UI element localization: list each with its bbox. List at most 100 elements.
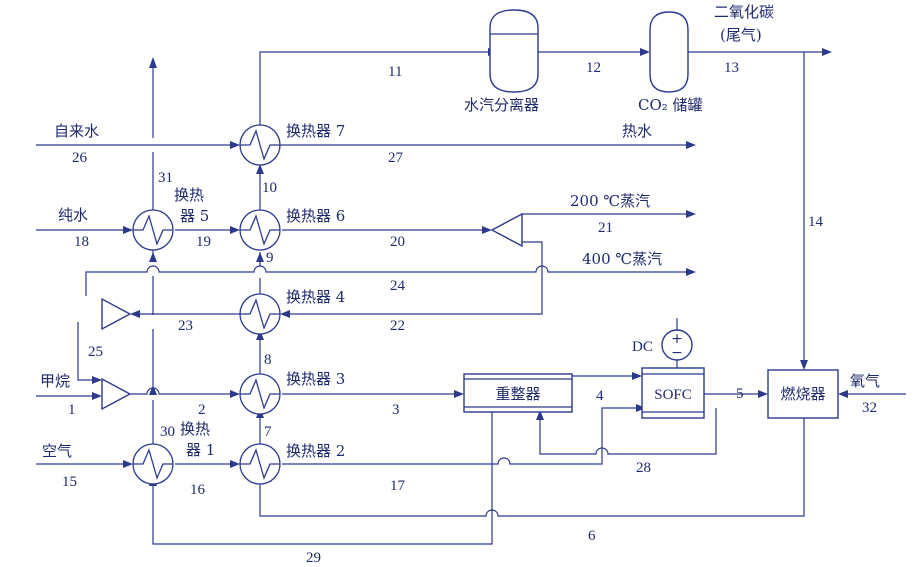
heat-exchanger-6	[239, 209, 281, 251]
label-steam-400: 400 ℃蒸汽	[582, 250, 662, 268]
arrow-5	[758, 390, 768, 398]
label-hx1-a: 换热	[180, 420, 210, 438]
arrow-13	[822, 48, 832, 56]
arrow-23	[130, 310, 140, 318]
stream-line-6	[259, 418, 805, 517]
stream-number-7: 7	[264, 424, 272, 440]
stream-number-24: 24	[390, 278, 406, 294]
stream-number-3: 3	[392, 402, 400, 418]
heat-exchanger-1	[132, 443, 174, 485]
label-methane: 甲烷	[40, 372, 70, 390]
stream-number-29: 29	[306, 550, 321, 566]
label-hx5-b: 器 5	[180, 207, 209, 225]
arrow-18	[123, 226, 133, 234]
heat-exchanger-5	[132, 209, 174, 251]
stream-number-10: 10	[262, 180, 277, 196]
svg-text:−: −	[671, 345, 683, 361]
stream-number-6: 6	[588, 528, 596, 544]
stream-number-28: 28	[636, 460, 651, 476]
arrow-16	[230, 460, 240, 468]
label-water-separator: 水汽分离器	[464, 96, 539, 114]
stream-number-32: 32	[862, 400, 877, 416]
arrow-14	[800, 360, 808, 370]
stream-line-11	[259, 51, 488, 130]
stream-number-20: 20	[390, 234, 405, 250]
stream-number-14: 14	[808, 214, 824, 230]
stream-number-17: 17	[390, 478, 406, 494]
stream-line-22	[290, 241, 543, 315]
stream-number-16: 16	[190, 482, 206, 498]
label-pure-water: 纯水	[58, 206, 88, 224]
arrow-12	[640, 48, 650, 56]
label-hx5-a: 换热	[174, 186, 204, 204]
stream-number-18: 18	[74, 234, 89, 250]
arrow-3	[454, 390, 464, 398]
stream-number-27: 27	[388, 150, 404, 166]
stream-number-2: 2	[198, 402, 206, 418]
arrow-4	[632, 372, 642, 380]
label-dc: DC	[632, 339, 653, 355]
arrow-19	[230, 226, 240, 234]
stream-number-1: 1	[68, 402, 76, 418]
label-tail-gas: (尾气)	[720, 26, 762, 44]
stream-number-11: 11	[388, 64, 402, 80]
heat-exchanger-2	[239, 443, 281, 485]
stream-number-21: 21	[598, 220, 613, 236]
heat-exchanger-7	[239, 124, 281, 166]
arrow-15	[123, 460, 133, 468]
co2-tank-vessel	[649, 11, 689, 93]
stream-line-24	[85, 265, 686, 296]
stream-line-2	[130, 387, 230, 395]
stream-number-22: 22	[390, 318, 405, 334]
arrow-20	[482, 226, 492, 234]
stream-number-8: 8	[264, 352, 272, 368]
label-oxygen: 氧气	[850, 372, 880, 390]
arrow-30a	[149, 252, 157, 262]
splitter-steam	[490, 212, 523, 248]
arrow-32	[838, 390, 848, 398]
arrow-24	[686, 268, 696, 276]
arrow-31	[149, 57, 157, 68]
stream-number-30: 30	[160, 424, 175, 440]
arrow-22	[280, 310, 290, 318]
heat-exchanger-3	[239, 373, 281, 415]
label-hx1-b: 器 1	[186, 441, 215, 459]
arrow-27	[686, 141, 696, 149]
label-co2: 二氧化碳	[714, 3, 774, 21]
label-hx2: 换热器 2	[286, 442, 345, 460]
dc-source: + −	[661, 318, 693, 368]
stream-number-31: 31	[158, 170, 173, 186]
arrow-21	[686, 210, 696, 218]
heat-exchanger-4	[239, 293, 281, 335]
arrow-1	[92, 392, 102, 400]
label-hx4: 换热器 4	[286, 288, 345, 306]
mixer-methane	[101, 377, 132, 411]
label-steam-200: 200 ℃蒸汽	[570, 192, 650, 210]
label-reformer: 重整器	[495, 385, 540, 403]
stream-line-29	[152, 412, 493, 545]
arrow-30b	[149, 385, 157, 395]
label-hx6: 换热器 6	[286, 207, 345, 225]
burner-box	[767, 369, 839, 419]
sofc-box	[641, 367, 705, 419]
water-separator-vessel	[489, 9, 539, 93]
stream-number-9: 9	[266, 250, 274, 266]
label-hx7: 换热器 7	[286, 122, 345, 140]
arrow-28	[536, 410, 544, 420]
mixer-25	[101, 297, 132, 331]
stream-number-15: 15	[62, 474, 77, 490]
arrow-2	[230, 390, 240, 398]
stream-number-12: 12	[586, 60, 601, 76]
arrow-26	[230, 141, 240, 149]
stream-number-23: 23	[178, 318, 193, 334]
arrow-25	[92, 376, 102, 384]
label-burner: 燃烧器	[780, 385, 825, 403]
arrow-8	[256, 330, 264, 340]
stream-number-5: 5	[736, 386, 744, 402]
arrow-17	[636, 404, 646, 412]
stream-number-26: 26	[72, 150, 88, 166]
arrow-9	[256, 252, 264, 262]
label-tap-water: 自来水	[54, 122, 99, 140]
reformer-box	[463, 373, 573, 413]
